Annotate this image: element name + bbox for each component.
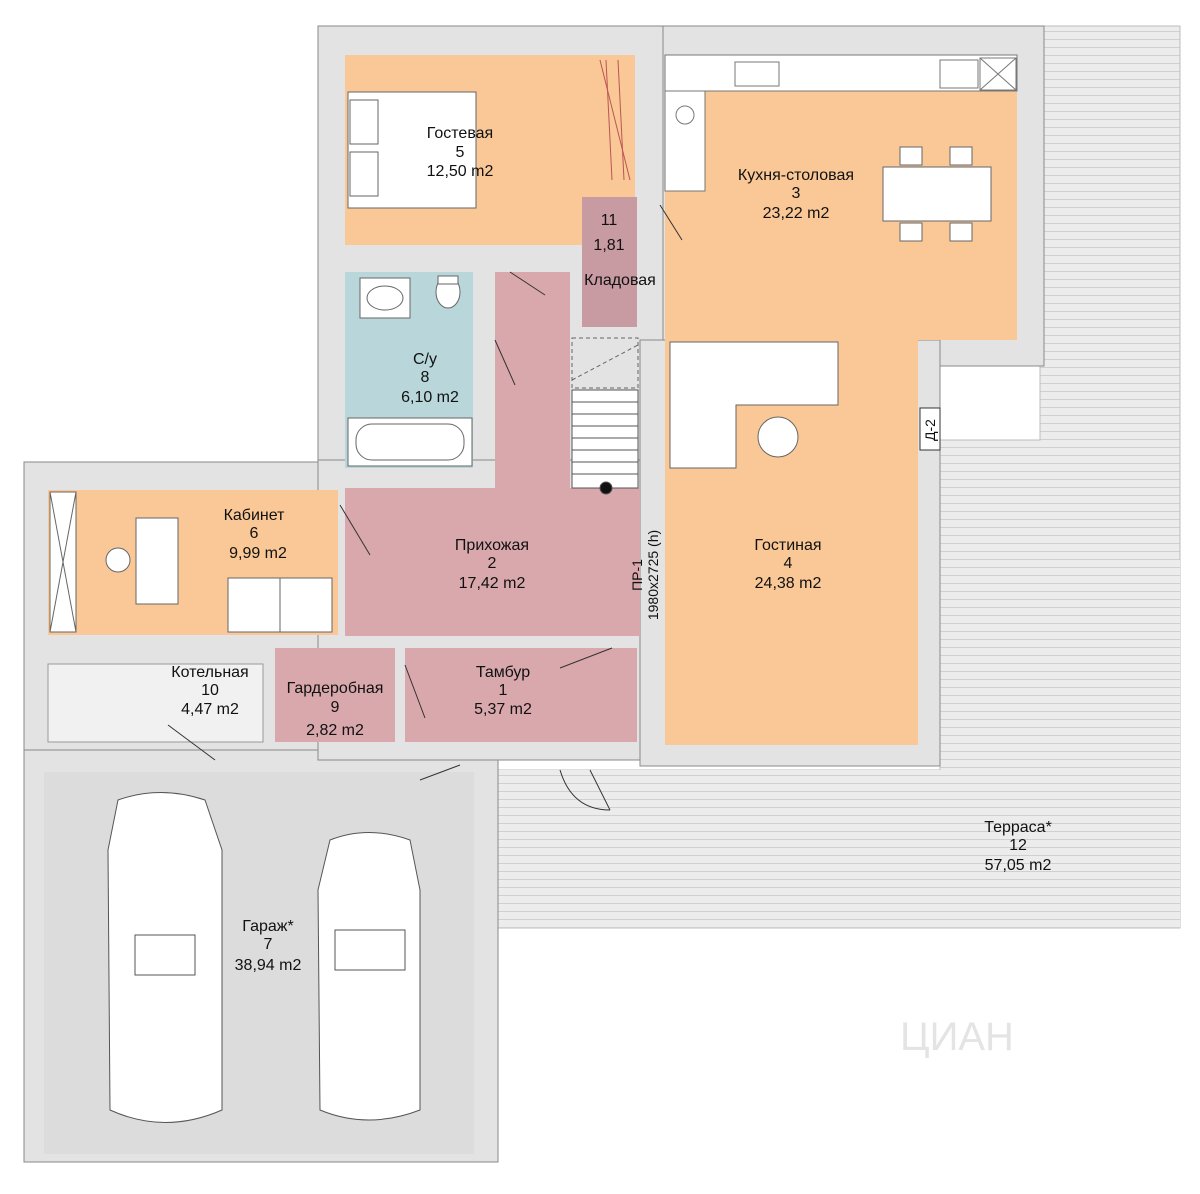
svg-text:38,94 m2: 38,94 m2 (235, 957, 302, 974)
svg-text:1,81: 1,81 (593, 237, 624, 254)
room-wardrobe (275, 648, 395, 742)
svg-text:Тамбур: Тамбур (476, 664, 530, 681)
svg-text:6,10 m2: 6,10 m2 (401, 389, 459, 406)
svg-text:4: 4 (784, 555, 793, 572)
svg-text:7: 7 (264, 936, 273, 953)
svg-text:Прихожая: Прихожая (455, 537, 529, 554)
svg-text:11: 11 (601, 212, 618, 229)
car-left (107, 792, 223, 1123)
room-label-garage: Гараж* 7 38,94 m2 (235, 918, 302, 974)
watermark: ЦИАН (900, 1015, 1014, 1059)
room-storage (582, 197, 637, 327)
svg-text:Кладовая: Кладовая (584, 272, 656, 289)
svg-text:Котельная: Котельная (171, 664, 248, 681)
room-hall (345, 272, 640, 636)
svg-text:57,05 m2: 57,05 m2 (985, 857, 1052, 874)
svg-text:С/у: С/у (413, 351, 437, 368)
svg-text:9,99 m2: 9,99 m2 (229, 545, 287, 562)
stairs (571, 389, 639, 495)
svg-text:4,47 m2: 4,47 m2 (181, 701, 239, 718)
door-tag-frame (919, 407, 941, 451)
svg-text:Гостиная: Гостиная (754, 537, 821, 554)
room-label-boiler: Котельная 10 4,47 m2 (171, 664, 248, 718)
svg-text:Гостевая: Гостевая (427, 125, 493, 142)
stairs-upper-dashed (571, 337, 639, 389)
room-boiler (47, 663, 264, 743)
svg-text:5,37 m2: 5,37 m2 (474, 701, 532, 718)
room-vestibule (405, 648, 637, 742)
svg-text:2: 2 (488, 555, 497, 572)
bath-fixtures (347, 275, 473, 467)
room-label-hall: Прихожая 2 17,42 m2 (455, 537, 529, 592)
room-label-kitchen: Кухня-столовая 3 23,22 m2 (738, 167, 854, 222)
svg-text:3: 3 (792, 185, 801, 202)
room-label-guest: Гостевая 5 12,50 m2 (427, 125, 494, 180)
doors (167, 204, 683, 811)
room-label-living: Гостиная 4 24,38 m2 (754, 537, 821, 592)
room-label-office: Кабинет 6 9,99 m2 (224, 507, 287, 562)
room-label-bath: С/у 8 6,10 m2 (401, 351, 459, 406)
svg-text:5: 5 (456, 144, 465, 161)
office-furniture (49, 491, 333, 633)
svg-text:6: 6 (250, 525, 259, 542)
svg-text:12,50 m2: 12,50 m2 (427, 163, 494, 180)
room-label-wardrobe: Гардеробная 9 2,82 m2 (287, 680, 384, 739)
svg-text:ПР-1: ПР-1 (629, 559, 645, 591)
svg-text:12: 12 (1009, 837, 1027, 854)
kitchen-counter (664, 54, 1018, 192)
room-label-storage: 11 1,81 Кладовая (584, 212, 656, 289)
svg-text:2,82 m2: 2,82 m2 (306, 722, 364, 739)
living-sofa (669, 341, 839, 469)
svg-text:Гараж*: Гараж* (242, 918, 293, 935)
svg-text:24,38 m2: 24,38 m2 (755, 575, 822, 592)
svg-text:17,42 m2: 17,42 m2 (459, 575, 526, 592)
svg-text:9: 9 (331, 699, 340, 716)
svg-text:1980x2725 (h): 1980x2725 (h) (645, 530, 661, 620)
room-label-terrace: Терраса* 12 57,05 m2 (984, 819, 1052, 874)
svg-text:1: 1 (499, 682, 508, 699)
room-label-vestibule: Тамбур 1 5,37 m2 (474, 664, 532, 718)
car-right (317, 832, 421, 1121)
door-tag: Д-2 (922, 419, 938, 441)
svg-text:10: 10 (201, 682, 219, 699)
svg-text:Гардеробная: Гардеробная (287, 680, 384, 697)
opening-label: ПР-1 1980x2725 (h) (629, 530, 661, 620)
svg-text:8: 8 (421, 369, 430, 386)
svg-text:23,22 m2: 23,22 m2 (763, 205, 830, 222)
terrace-front-deck (495, 560, 1180, 928)
wardrobe-rack-guest (599, 59, 631, 181)
svg-text:Терраса*: Терраса* (984, 819, 1052, 836)
bed (347, 91, 477, 209)
dining-table (882, 146, 992, 242)
svg-text:Кабинет: Кабинет (224, 507, 286, 524)
svg-text:Кухня-столовая: Кухня-столовая (738, 167, 854, 184)
